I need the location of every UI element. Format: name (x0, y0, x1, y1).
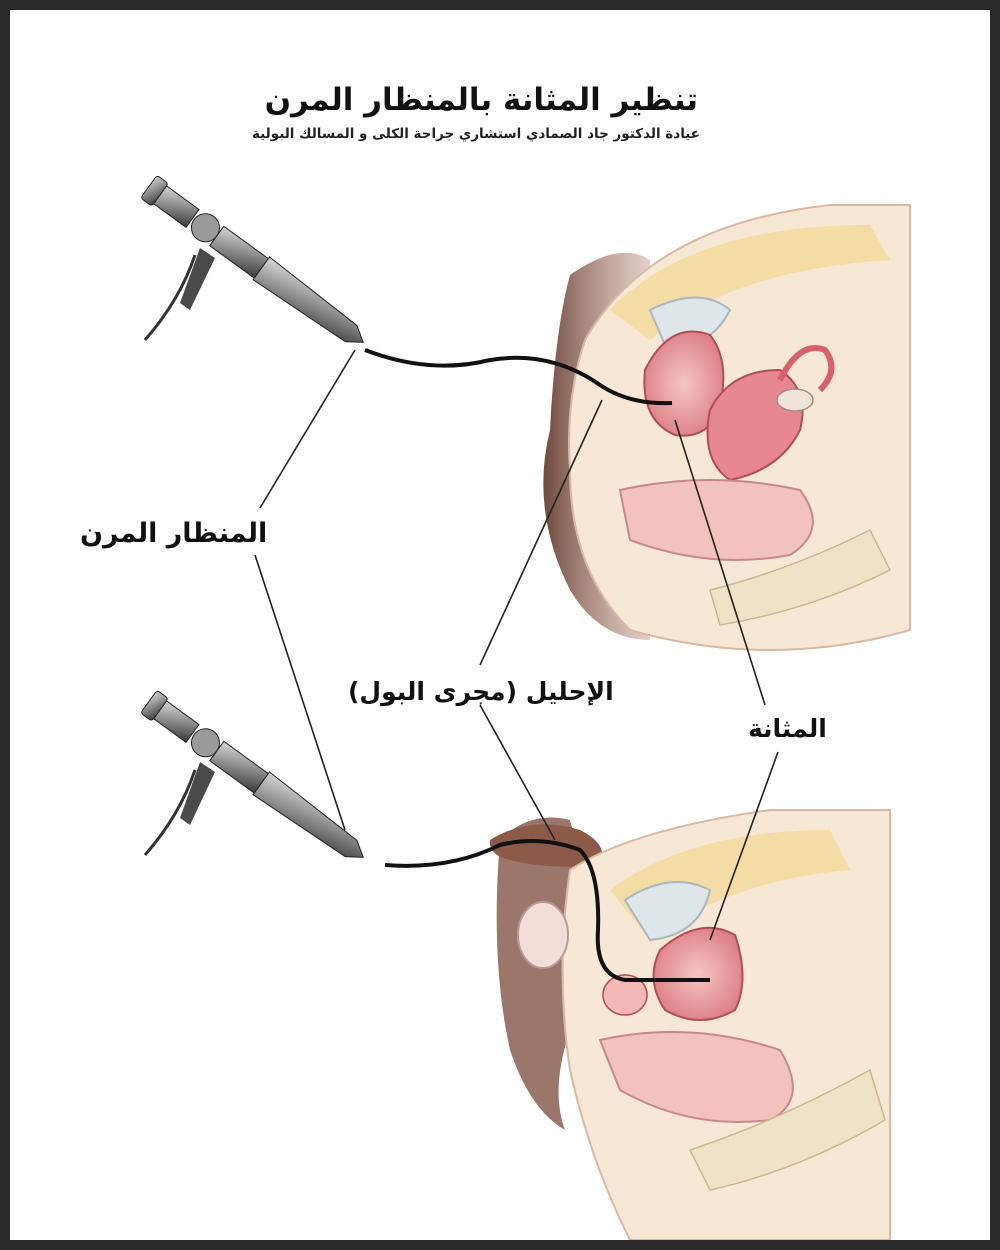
light-cable-lower (143, 769, 197, 856)
leader-scope-upper (259, 349, 356, 509)
diagram-artwork (141, 175, 911, 1240)
leader-lines (254, 349, 779, 941)
penis-shaft (489, 824, 603, 867)
insertion-tube-lower (384, 839, 710, 982)
rectum-lower (598, 1031, 794, 1123)
prostate (602, 974, 648, 1016)
side-port-upper (180, 248, 215, 310)
flexible-cystoscope-lower (141, 690, 710, 982)
label-flexible-scope: المنظار المرن (80, 518, 268, 549)
label-bladder: المثانة (748, 714, 827, 743)
light-cable-upper (143, 254, 197, 341)
female-pelvis-anatomy (543, 204, 911, 651)
flexible-cystoscope-upper (141, 175, 673, 406)
side-port-lower (180, 762, 215, 825)
leader-scope-lower (254, 554, 346, 831)
testis (517, 901, 569, 969)
pubic-bone-lower (623, 881, 712, 942)
spine-lower (688, 1068, 886, 1191)
fallopian-tube (777, 345, 835, 393)
body-shadow-lower (496, 817, 580, 1130)
leader-bladder-lower (709, 751, 779, 941)
leader-urethra-upper (479, 399, 603, 666)
label-urethra: الإحليل (مجرى البول) (348, 677, 614, 706)
spine-upper (709, 528, 892, 626)
illustration-frame: تنظير المثانة بالمنظار المرن عيادة الدكت… (10, 10, 990, 1240)
rectum-upper (618, 479, 814, 561)
clinic-subtitle: عيادة الدكتور جاد الصمادي استشاري جراحة … (251, 126, 700, 142)
insertion-tube-upper (364, 348, 673, 406)
ovary (776, 388, 814, 412)
leader-bladder-upper (674, 419, 766, 706)
bladder-lower (652, 926, 744, 1021)
male-pelvis-anatomy (489, 809, 891, 1240)
page-title: تنظير المثانة بالمنظار المرن (264, 82, 698, 118)
leader-urethra-lower (479, 704, 556, 841)
